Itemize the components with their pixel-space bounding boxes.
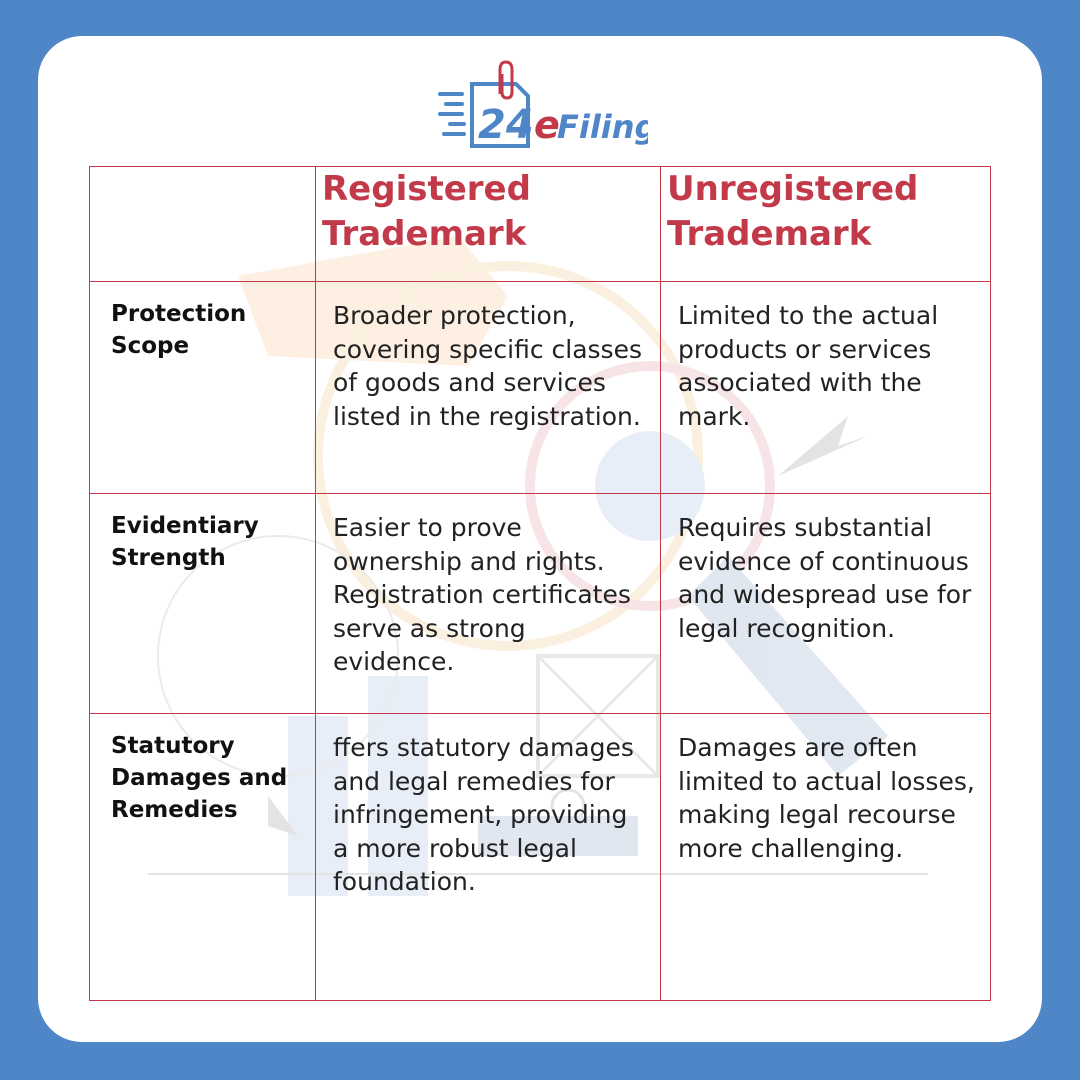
cell-unregistered: Damages are often limited to actual loss… xyxy=(660,713,991,1001)
cell-unregistered: Limited to the actual products or servic… xyxy=(660,281,991,494)
table-row: Evidentiary Strength Easier to prove own… xyxy=(89,493,991,714)
header-registered: Registered Trademark xyxy=(315,166,661,282)
header-unregistered: Unregistered Trademark xyxy=(660,166,991,282)
row-label-protection-scope: Protection Scope xyxy=(89,281,316,494)
logo-number: 24 xyxy=(478,102,534,148)
table-header-row: Registered Trademark Unregistered Tradem… xyxy=(89,166,991,282)
brand-logo: 24 e Filing xyxy=(438,60,648,148)
cell-unregistered: Requires substantial evidence of continu… xyxy=(660,493,991,714)
comparison-table: Registered Trademark Unregistered Tradem… xyxy=(89,166,991,1001)
row-label-evidentiary-strength: Evidentiary Strength xyxy=(89,493,316,714)
table-row: Protection Scope Broader protection, cov… xyxy=(89,281,991,494)
content-card: 24 e Filing Registered Trademark Unregis… xyxy=(38,36,1042,1042)
logo-letter: e xyxy=(534,103,560,147)
cell-registered: Broader protection, covering specific cl… xyxy=(315,281,661,494)
speed-lines-icon xyxy=(438,92,466,136)
table-row: Statutory Damages and Remedies ffers sta… xyxy=(89,713,991,1001)
logo-word: Filing xyxy=(557,108,648,146)
document-icon xyxy=(470,82,530,148)
row-label-statutory-damages: Statutory Damages and Remedies xyxy=(89,713,316,1001)
cell-registered: Easier to prove ownership and rights. Re… xyxy=(315,493,661,714)
cell-registered: ffers statutory damages and legal remedi… xyxy=(315,713,661,1001)
paperclip-icon xyxy=(498,60,514,100)
table-corner-cell xyxy=(89,166,316,282)
